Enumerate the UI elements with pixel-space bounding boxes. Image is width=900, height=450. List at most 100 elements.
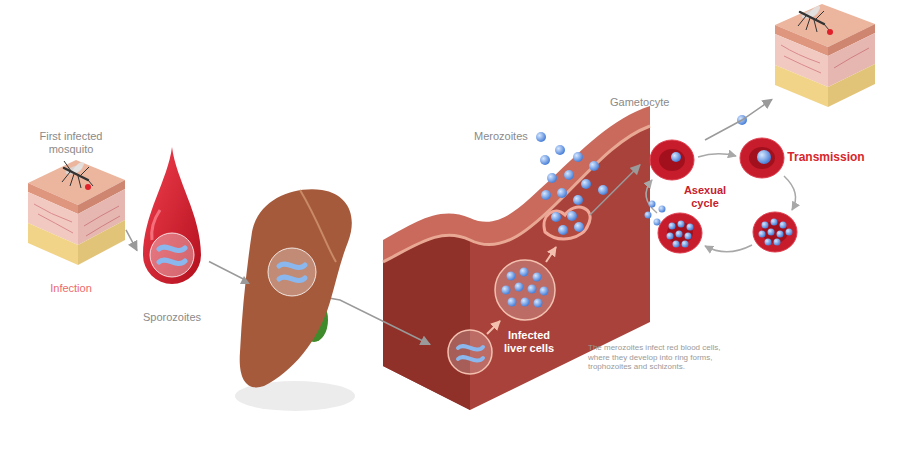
mosquito bbox=[64, 168, 88, 180]
merozoite bbox=[598, 185, 608, 195]
liver bbox=[268, 248, 316, 296]
liver-tissue: Infected liver cells bbox=[430, 215, 600, 400]
red-blood-cell bbox=[777, 231, 784, 238]
annotation-label: Gametocyte bbox=[610, 96, 682, 109]
skin-tile: First infected mosquitoInfection bbox=[18, 130, 126, 302]
liver bbox=[279, 264, 305, 281]
liver-tissue-block bbox=[546, 247, 556, 262]
red-blood-cell bbox=[659, 206, 666, 213]
merozoite bbox=[540, 155, 550, 165]
merozoite bbox=[551, 212, 561, 222]
node-label: Infected liver cells bbox=[496, 329, 562, 355]
red-blood-cell bbox=[774, 239, 781, 246]
merozoite bbox=[581, 179, 591, 189]
red-blood-cell bbox=[649, 201, 656, 208]
merozoite bbox=[536, 132, 546, 142]
red-blood-cell bbox=[759, 219, 793, 246]
liver bbox=[240, 189, 352, 387]
merozoite bbox=[573, 152, 583, 162]
liver-tissue-block bbox=[540, 287, 549, 296]
mosquito bbox=[62, 160, 93, 190]
skin-tile bbox=[781, 45, 821, 73]
red-blood-cell bbox=[658, 213, 702, 253]
red-blood-cell bbox=[687, 224, 694, 231]
merozoite bbox=[536, 132, 608, 235]
merozoite bbox=[557, 188, 567, 198]
merozoite bbox=[567, 211, 577, 221]
cycle-arrow bbox=[784, 176, 796, 210]
mosquito bbox=[798, 4, 833, 35]
red-blood-cell bbox=[676, 231, 683, 238]
flow-arrow bbox=[590, 165, 640, 215]
node-label: Infection bbox=[18, 282, 124, 295]
flow-arrow bbox=[705, 99, 772, 140]
red-blood-cell bbox=[673, 241, 680, 248]
merozoite bbox=[573, 195, 583, 205]
red-blood-cell bbox=[780, 222, 787, 229]
merozoite bbox=[564, 170, 574, 180]
mosquito bbox=[62, 161, 93, 188]
skin-tile bbox=[834, 48, 869, 68]
cycle-arrow bbox=[698, 154, 736, 157]
red-blood-cell bbox=[753, 212, 797, 252]
blood-drop bbox=[159, 247, 185, 264]
red-blood-cell bbox=[678, 221, 685, 228]
liver-tissue-block bbox=[383, 235, 470, 410]
liver-tissue-block bbox=[502, 286, 511, 295]
skin-tile: Transmission bbox=[772, 2, 882, 170]
node-heading: First infected mosquito bbox=[18, 130, 124, 156]
liver-tissue-block bbox=[383, 126, 650, 262]
node-label: Transmission bbox=[772, 150, 880, 164]
merozoite bbox=[589, 161, 599, 171]
red-blood-cell bbox=[786, 229, 793, 236]
red-blood-cell bbox=[667, 233, 674, 240]
blood-drop bbox=[143, 147, 201, 284]
red-blood-cell bbox=[659, 149, 685, 171]
red-blood-cell bbox=[768, 229, 775, 236]
mosquito bbox=[798, 11, 829, 32]
skin-tile bbox=[28, 223, 78, 265]
blood-drop bbox=[152, 210, 160, 240]
liver bbox=[240, 189, 352, 387]
liver-tissue-block bbox=[458, 346, 483, 361]
liver-tissue-block bbox=[521, 298, 530, 307]
blood-drop bbox=[143, 147, 201, 284]
red-blood-cell bbox=[645, 212, 652, 219]
merozoite bbox=[547, 173, 557, 183]
merozoite bbox=[541, 190, 551, 200]
red-blood-cell bbox=[682, 241, 689, 248]
mosquito bbox=[827, 29, 833, 35]
mosquito bbox=[800, 12, 824, 24]
red-blood-cell bbox=[765, 239, 772, 246]
cycle-arrow bbox=[705, 245, 752, 252]
liver-tissue-block bbox=[515, 283, 524, 292]
liver-tissue-block bbox=[534, 299, 543, 308]
liver-tissue-block bbox=[495, 260, 555, 320]
skin-tile bbox=[828, 64, 875, 107]
red-blood-cell bbox=[757, 150, 771, 164]
skin-tile bbox=[775, 65, 828, 107]
node-label: Sporozoites bbox=[137, 311, 207, 324]
mosquito bbox=[85, 184, 91, 190]
red-blood-cell bbox=[650, 140, 694, 180]
red-blood-cell bbox=[645, 201, 694, 248]
red-blood-cell bbox=[671, 152, 681, 162]
liver-tissue-block bbox=[502, 268, 549, 308]
skin-tile bbox=[28, 160, 125, 265]
liver bbox=[240, 276, 250, 284]
red-blood-cell bbox=[771, 219, 778, 226]
skin-tile bbox=[34, 204, 73, 233]
liver-tissue-block bbox=[520, 268, 529, 277]
skin-tile bbox=[84, 206, 120, 236]
note-text: The merozoites infect red blood cells, w… bbox=[588, 343, 740, 372]
liver-tissue-block bbox=[544, 207, 590, 239]
red-blood-cell bbox=[762, 222, 769, 229]
red-blood-cell bbox=[685, 233, 692, 240]
merozoite bbox=[558, 225, 568, 235]
red-blood-cell bbox=[749, 147, 775, 169]
merozoite bbox=[574, 222, 584, 232]
